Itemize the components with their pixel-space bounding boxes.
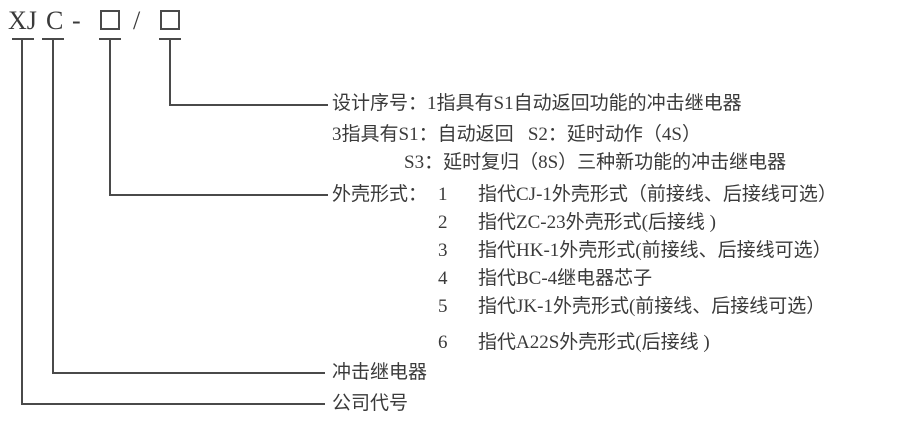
leader-hline-shell-form	[109, 194, 328, 196]
design-serial-heading: 设计序号：1指具有S1自动返回功能的冲击继电器	[332, 93, 742, 114]
design-serial-line2: 3指具有S1：自动返回 S2：延时动作（4S）	[332, 124, 701, 145]
leader-hline-company-code	[21, 403, 325, 405]
shell-form-option-number: 2	[438, 212, 448, 233]
shell-form-option-number: 1	[438, 184, 448, 205]
product-type-label: 冲击继电器	[332, 362, 428, 383]
code-part-box-design-serial	[160, 10, 180, 30]
shell-form-option-desc: 指代HK-1外壳形式(前接线、后接线可选）	[478, 240, 832, 261]
shell-form-option-desc: 指代CJ-1外壳形式（前接线、后接线可选）	[478, 184, 837, 205]
code-part-box-shell-form	[100, 10, 120, 30]
code-part-c: C	[46, 6, 64, 35]
leader-vline-shell-form	[109, 38, 111, 196]
shell-form-option-number: 5	[438, 296, 448, 317]
shell-form-heading: 外壳形式：	[332, 184, 428, 205]
leader-vline-product-type	[52, 38, 54, 374]
leader-hline-design-serial	[169, 104, 328, 106]
shell-form-option-desc: 指代A22S外壳形式(后接线 )	[478, 332, 710, 353]
leader-vline-company-code	[21, 38, 23, 405]
shell-form-option-number: 3	[438, 240, 448, 261]
shell-form-option-desc: 指代ZC-23外壳形式(后接线 )	[478, 212, 717, 233]
leader-vline-design-serial	[169, 38, 171, 106]
code-part-slash: /	[133, 6, 141, 35]
company-code-label: 公司代号	[332, 393, 409, 414]
leader-hline-product-type	[52, 372, 325, 374]
design-serial-line3: S3：延时复归（8S）三种新功能的冲击继电器	[404, 152, 787, 173]
shell-form-option-number: 6	[438, 332, 448, 353]
shell-form-option-number: 4	[438, 268, 448, 289]
code-part-dash: -	[72, 6, 81, 35]
code-part-xj: XJ	[8, 6, 37, 35]
tick-company-code	[12, 38, 34, 40]
shell-form-option-desc: 指代JK-1外壳形式(前接线、后接线可选）	[478, 296, 826, 317]
shell-form-option-desc: 指代BC-4继电器芯子	[478, 268, 653, 289]
